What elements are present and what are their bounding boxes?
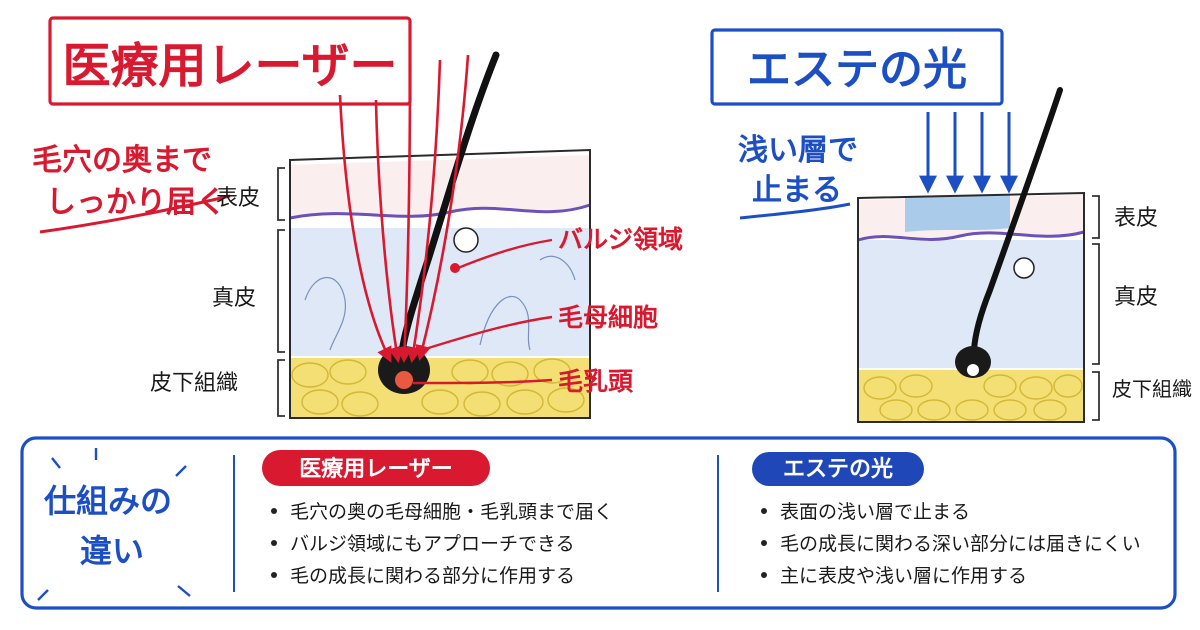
bullet-dot [761,540,767,546]
esthe-bullet-2: 毛の成長に関わる深い部分には届きにくい [780,533,1141,555]
esthe-label-pill [752,452,924,486]
esthe-bullet-list: 表面の浅い層で止まる 毛の成長に関わる深い部分には届きにくい 主に表皮や浅い層に… [761,501,1141,587]
light-absorption-zone [905,194,1010,232]
laser-callout-lines [412,238,553,385]
esthe-bullet-3: 主に表皮や浅い層に作用する [780,565,1027,587]
laser-beam [415,54,470,362]
esthe-subtitle-line-1: 浅い層で [738,133,858,168]
esthe-skin-cross-section [857,87,1085,423]
fat-cells [863,374,1083,421]
laser-bullet-2: バルジ領域にもアプローチできる [290,533,575,555]
laser-layer-label-subcutis: 皮下組織 [150,371,238,396]
callout-label-papilla: 毛乳頭 [558,367,634,396]
esthe-layer-label-dermis: 真皮 [1114,285,1158,310]
esthe-skin-outline [857,191,1085,423]
callout-line-bulge [457,238,553,270]
esthe-label: エステの光 [783,457,893,482]
bullet-dot [271,508,277,514]
laser-beam [374,99,404,364]
sebaceous-gland [453,227,479,253]
callout-line-papilla [412,378,553,385]
laser-subtitle-underline [39,194,231,234]
laser-bullet-list: 毛穴の奥の毛母細胞・毛乳頭まで届く バルジ領域にもアプローチできる 毛の成長に関… [271,501,613,587]
laser-title: 医療用レーザー [62,38,397,94]
esthe-bullet-1: 表面の浅い層で止まる [780,501,970,523]
callout-line-matrix [421,315,553,352]
esthe-title: エステの光 [747,44,967,95]
bullet-dot [271,572,277,578]
laser-panel: 医療用レーザー 毛穴の奥まで しっかり届く [32,16,683,419]
basement-membrane-line [857,230,1085,242]
laser-skin-outline [289,148,591,419]
laser-layer-label-epidermis: 表皮 [216,186,260,211]
callout-label-bulge: バルジ領域 [558,225,683,254]
laser-bracket-subcutis [277,359,285,417]
bullet-dot [761,572,767,578]
light-beams [919,112,1018,194]
dermis-fibers [304,255,576,351]
fat-cells [291,358,585,417]
laser-beam [406,59,442,364]
laser-bullet-3: 毛の成長に関わる部分に作用する [290,565,575,587]
laser-bullet-1: 毛穴の奥の毛母細胞・毛乳頭まで届く [290,501,613,523]
bullet-dot [761,508,767,514]
hair-shaft [398,51,500,356]
laser-skin-cross-section [289,51,591,419]
esthe-layer-label-epidermis: 表皮 [1114,206,1158,231]
esthe-bracket-dermis [1092,243,1100,365]
laser-layer-label-dermis: 真皮 [212,286,256,311]
laser-beams [338,54,470,364]
bulge-marker [450,263,460,273]
esthe-layer-label-subcutis: 皮下組織 [1112,377,1192,401]
laser-beam [396,59,413,364]
hair-shaft [971,87,1063,353]
heading-burst-lines [37,448,191,601]
laser-subtitle-line-1: 毛穴の奥まで [32,143,212,178]
laser-bracket-dermis [277,229,285,353]
esthe-panel: エステの光 浅い層で 止まる [710,28,1192,423]
comparison-box: 仕組みの 違い 医療用レーザー 毛穴の奥の毛母細胞・毛乳頭まで届く バルジ領域に… [20,436,1177,610]
esthe-title-box [710,28,1004,106]
esthe-bracket-epidermis [1092,195,1100,239]
comparison-heading-line-1: 仕組みの [44,482,172,520]
dermal-papilla [967,364,979,376]
esthe-bracket-subcutis [1092,371,1100,421]
comparison-frame [20,436,1177,610]
laser-beam [338,94,392,363]
laser-bracket-epidermis [277,167,285,221]
esthe-subtitle-line-2: 止まる [752,173,842,208]
sebaceous-gland [1013,257,1035,279]
hair-bulb [955,346,991,378]
laser-label: 医療用レーザー [299,456,453,482]
dermis-layer [290,228,590,356]
laser-label-pill [262,450,490,486]
epidermis-layer [290,155,590,218]
esthe-subtitle-underline [739,202,851,220]
comparison-heading-line-2: 違い [80,532,144,570]
bullet-dot [271,540,277,546]
callout-label-matrix: 毛母細胞 [558,303,658,332]
dermal-papilla [395,371,413,389]
